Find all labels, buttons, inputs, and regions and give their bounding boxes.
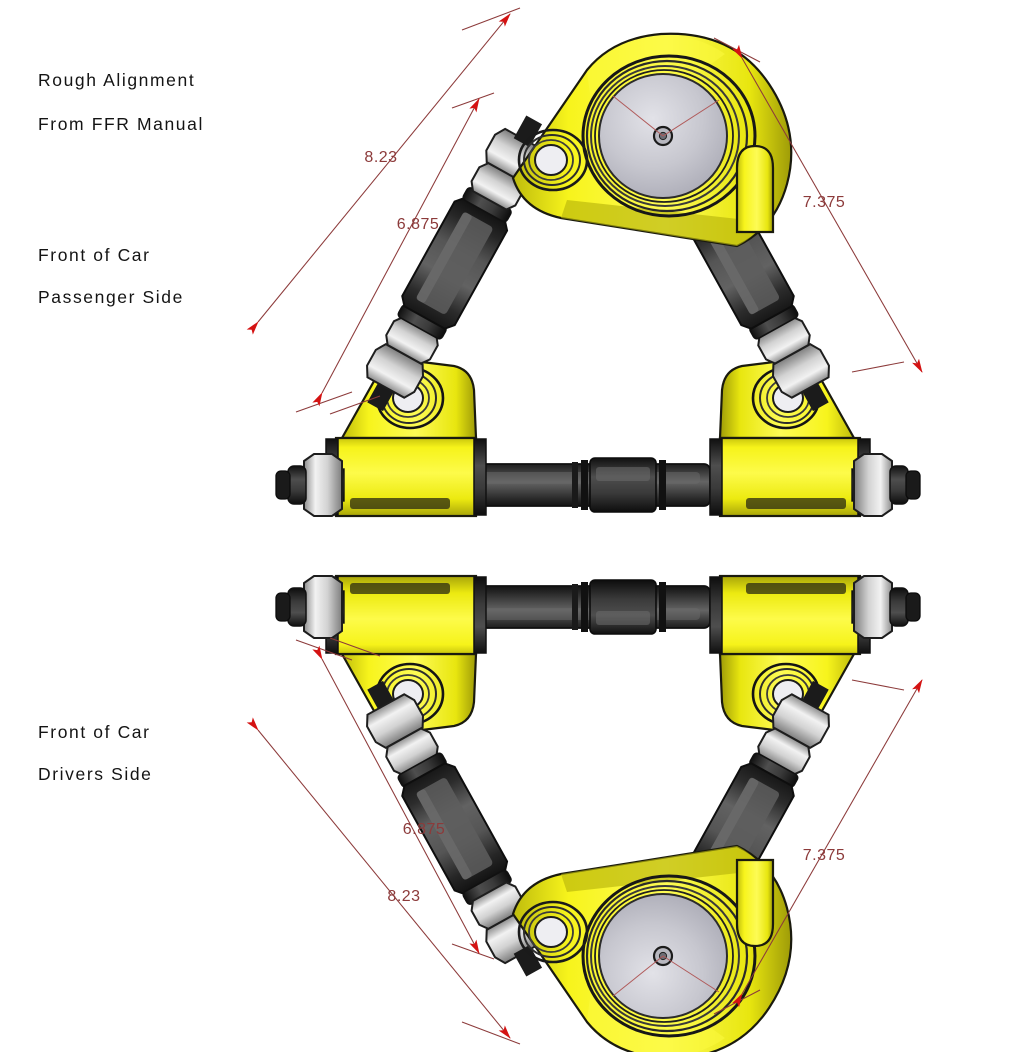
dimension-label-7-375-passenger: 7.375 bbox=[803, 194, 846, 211]
note-rough-alignment-line1: Rough Alignment bbox=[38, 70, 196, 90]
dimension-group-drivers bbox=[246, 637, 923, 1045]
dimension-label-8-23-drivers: 8.23 bbox=[387, 888, 420, 905]
note-passenger-side-line1: Front of Car bbox=[38, 245, 151, 265]
passenger-upper-control-arm-assembly bbox=[276, 34, 920, 516]
dimension-labels-drivers: 6.875 8.23 7.375 bbox=[387, 821, 846, 905]
note-passenger-side-line2: Passenger Side bbox=[38, 287, 184, 307]
dimension-label-6-875-drivers: 6.875 bbox=[403, 821, 446, 838]
dimension-label-6-875-passenger: 6.875 bbox=[397, 216, 440, 233]
note-drivers-side-line1: Front of Car bbox=[38, 722, 151, 742]
dimension-group-passenger bbox=[246, 7, 923, 415]
note-drivers-side-line2: Drivers Side bbox=[38, 764, 153, 784]
dimension-labels-passenger: 8.23 6.875 7.375 bbox=[364, 149, 846, 233]
dimension-label-7-375-drivers: 7.375 bbox=[803, 847, 846, 864]
dimension-label-8-23-passenger: 8.23 bbox=[364, 149, 397, 166]
note-rough-alignment-line2: From FFR Manual bbox=[38, 114, 204, 134]
drivers-upper-control-arm-assembly bbox=[276, 576, 920, 1052]
